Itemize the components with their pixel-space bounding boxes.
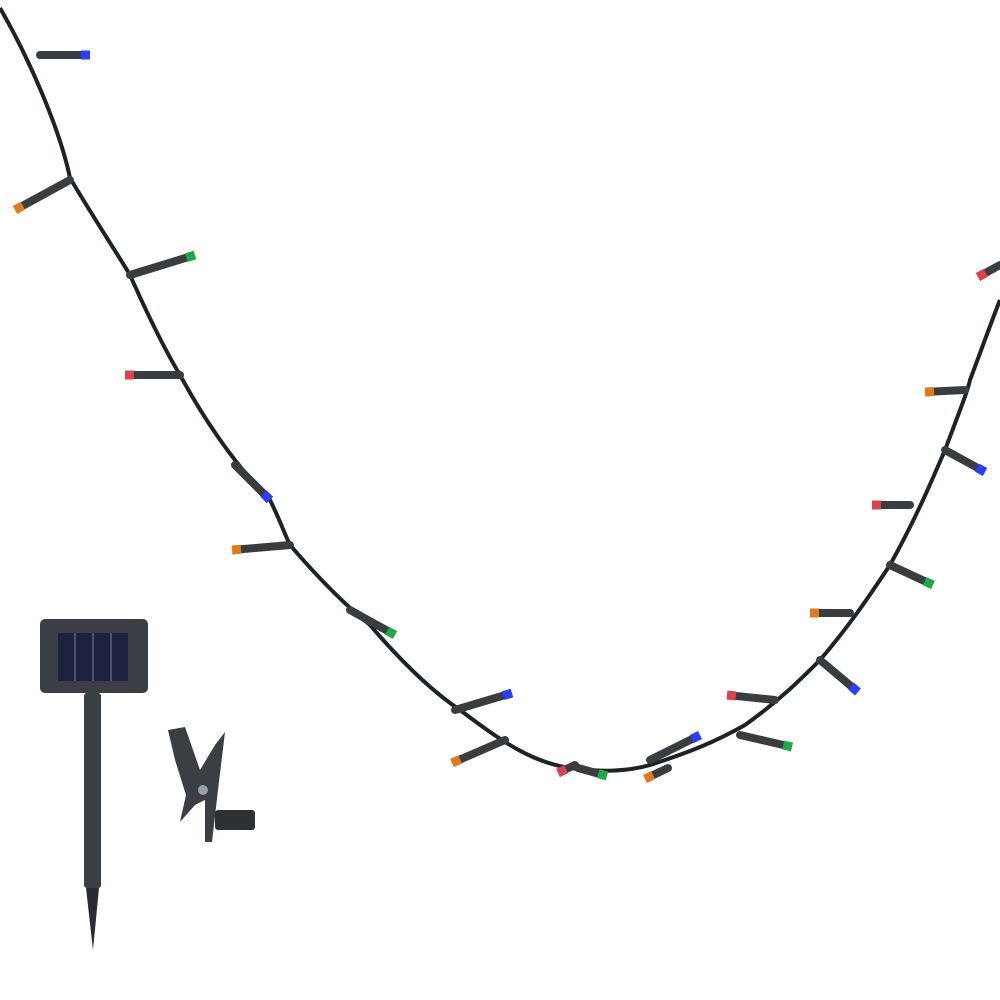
bulb-socket — [456, 736, 509, 764]
bulb-socket — [646, 735, 696, 764]
solar-panel-stake — [40, 619, 148, 950]
led-bulb — [231, 461, 274, 504]
led-bulb — [451, 688, 514, 714]
led-green — [782, 740, 794, 752]
bulb-socket — [731, 691, 779, 704]
led-bulb — [126, 250, 197, 279]
led-orange — [643, 771, 656, 784]
led-bulb — [924, 386, 969, 397]
led-green — [597, 769, 609, 781]
stake-spike — [86, 888, 99, 950]
bulb-socket — [816, 656, 856, 691]
bulb-socket — [574, 764, 603, 778]
led-bulb — [975, 261, 1000, 281]
led-bulb — [450, 736, 509, 768]
clip-body — [168, 727, 225, 842]
led-bulb — [941, 446, 988, 476]
bulb-socket — [18, 176, 74, 210]
led-blue — [974, 463, 988, 476]
led-bulb — [231, 541, 294, 555]
led-red — [975, 268, 989, 281]
bulb-socket — [236, 541, 294, 554]
led-green — [185, 250, 197, 262]
bulb-socket — [562, 761, 579, 774]
bulb-socket — [346, 606, 392, 635]
led-bulb — [643, 764, 672, 784]
bulb-socket — [941, 446, 982, 472]
led-red — [556, 765, 569, 778]
led-bulb — [646, 730, 703, 764]
led-bulb — [12, 176, 74, 214]
bulb-socket — [649, 764, 672, 780]
led-bulb — [574, 764, 609, 781]
light-string-wire — [0, 7, 1000, 773]
led-bulb — [736, 731, 794, 752]
led-bulb — [726, 690, 779, 704]
bulb-socket — [126, 253, 191, 279]
bulb-socket — [451, 691, 508, 714]
led-green — [922, 577, 935, 590]
led-orange — [450, 755, 463, 768]
clip-screw — [198, 785, 208, 795]
led-bulbs — [12, 50, 1000, 784]
led-bulb — [556, 761, 579, 778]
led-green — [384, 626, 398, 639]
stake-shaft — [84, 693, 101, 888]
bulb-socket — [231, 461, 268, 498]
led-bulb — [886, 561, 935, 590]
bulb-socket — [929, 386, 969, 396]
led-orange — [12, 201, 26, 214]
led-bulb — [816, 656, 861, 696]
bulb-socket — [736, 731, 788, 749]
led-red — [726, 690, 737, 701]
wire — [0, 7, 1000, 773]
led-blue — [260, 490, 274, 504]
led-bulb — [346, 606, 398, 639]
bulb-socket — [886, 561, 929, 586]
led-blue — [848, 682, 861, 696]
bulb-socket — [981, 261, 1000, 277]
led-blue — [689, 730, 703, 744]
led-orange — [231, 544, 242, 555]
mounting-clip — [168, 727, 255, 842]
led-blue — [502, 688, 514, 700]
clip-connector — [215, 810, 255, 830]
